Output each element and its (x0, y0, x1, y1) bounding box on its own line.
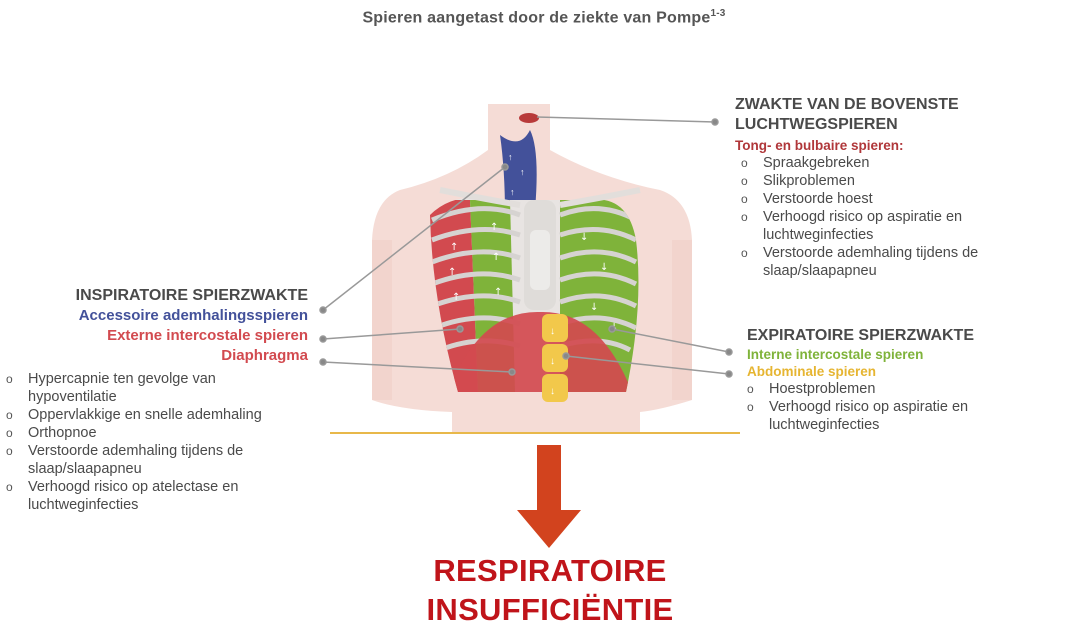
result-line2: INSUFFICIËNTIE (426, 592, 674, 627)
list-item: Verstoorde ademhaling tijdens de slaap/s… (735, 244, 1053, 280)
internal-intercostal-label: Interne intercostale spieren (747, 347, 924, 362)
upper-airway-heading-line2: LUCHTWEGSPIEREN (735, 116, 898, 133)
svg-text:↑: ↑ (492, 252, 500, 263)
list-item: Verhoogd risico op aspiratie en luchtweg… (741, 398, 1039, 434)
expiratory-section: EXPIRATOIRE SPIERZWAKTE Interne intercos… (747, 326, 1067, 434)
external-intercostal-label: Externe intercostale spieren (107, 327, 308, 344)
list-item: Verhoogd risico op aspiratie en luchtweg… (735, 208, 1033, 244)
svg-text:↑: ↑ (520, 167, 525, 177)
svg-text:↓: ↓ (600, 262, 608, 273)
inspiratory-section: Hypercapnie ten gevolge van hypoventilat… (0, 370, 320, 514)
expiratory-heading: EXPIRATOIRE SPIERZWAKTE (747, 327, 974, 344)
abdominal-label: Abdominale spieren (747, 364, 877, 379)
inspiratory-heading: INSPIRATOIRE SPIERZWAKTE (75, 287, 308, 304)
diaphragm (448, 311, 632, 392)
svg-text:↓: ↓ (580, 232, 588, 243)
abdominal-muscles: ↓ ↓ ↓ (542, 314, 568, 402)
accessory-label: Accessoire ademhalingsspieren (78, 307, 308, 324)
upper-airway-subtitle: Tong- en bulbaire spieren: (735, 138, 904, 153)
svg-text:↑: ↑ (508, 152, 513, 162)
svg-text:↑: ↑ (510, 187, 515, 197)
list-item: Orthopnoe (0, 424, 320, 442)
upper-airway-section: ZWAKTE VAN DE BOVENSTE LUCHTWEGSPIEREN T… (735, 95, 1075, 280)
list-item: Verstoorde hoest (735, 190, 1075, 208)
diaphragm-label: Diaphragma (221, 347, 308, 364)
tongue-marker (519, 113, 539, 123)
list-item: Slikproblemen (735, 172, 1075, 190)
list-item: Hypercapnie ten gevolge van hypoventilat… (0, 370, 228, 406)
list-item: Oppervlakkige en snelle ademhaling (0, 406, 320, 424)
svg-text:↑: ↑ (490, 222, 498, 233)
inspiratory-list: Hypercapnie ten gevolge van hypoventilat… (0, 370, 320, 514)
svg-text:↑: ↑ (494, 287, 502, 298)
result-line1: RESPIRATOIRE (433, 553, 667, 588)
upper-airway-heading-line1: ZWAKTE VAN DE BOVENSTE (735, 96, 959, 113)
sternum (524, 200, 556, 310)
svg-text:↓: ↓ (550, 386, 555, 397)
list-item: Verhoogd risico op atelectase en luchtwe… (0, 478, 288, 514)
list-item: Hoestproblemen (741, 380, 1067, 398)
svg-text:↓: ↓ (590, 302, 598, 313)
list-item: Spraakgebreken (735, 154, 1075, 172)
svg-text:↑: ↑ (448, 267, 456, 278)
title-text: Spieren aangetast door de ziekte van Pom… (362, 9, 711, 27)
upper-airway-list: Spraakgebreken Slikproblemen Verstoorde … (735, 154, 1075, 280)
expiratory-list: Hoestproblemen Verhoogd risico op aspira… (741, 380, 1067, 434)
list-item: Verstoorde ademhaling tijdens de slaap/s… (0, 442, 298, 478)
result-text: RESPIRATOIRE INSUFFICIËNTIE (0, 551, 1088, 629)
pointer-lines (319, 116, 733, 378)
title-reference: 1-3 (710, 8, 726, 19)
down-arrow-icon (517, 445, 581, 548)
page-title: Spieren aangetast door de ziekte van Pom… (0, 8, 1088, 27)
svg-text:↓: ↓ (550, 326, 555, 337)
svg-text:↓: ↓ (550, 356, 555, 367)
svg-text:↑: ↑ (452, 292, 460, 303)
inspiratory-labels: INSPIRATOIRE SPIERZWAKTE Accessoire adem… (10, 286, 308, 366)
svg-text:↑: ↑ (450, 242, 458, 253)
